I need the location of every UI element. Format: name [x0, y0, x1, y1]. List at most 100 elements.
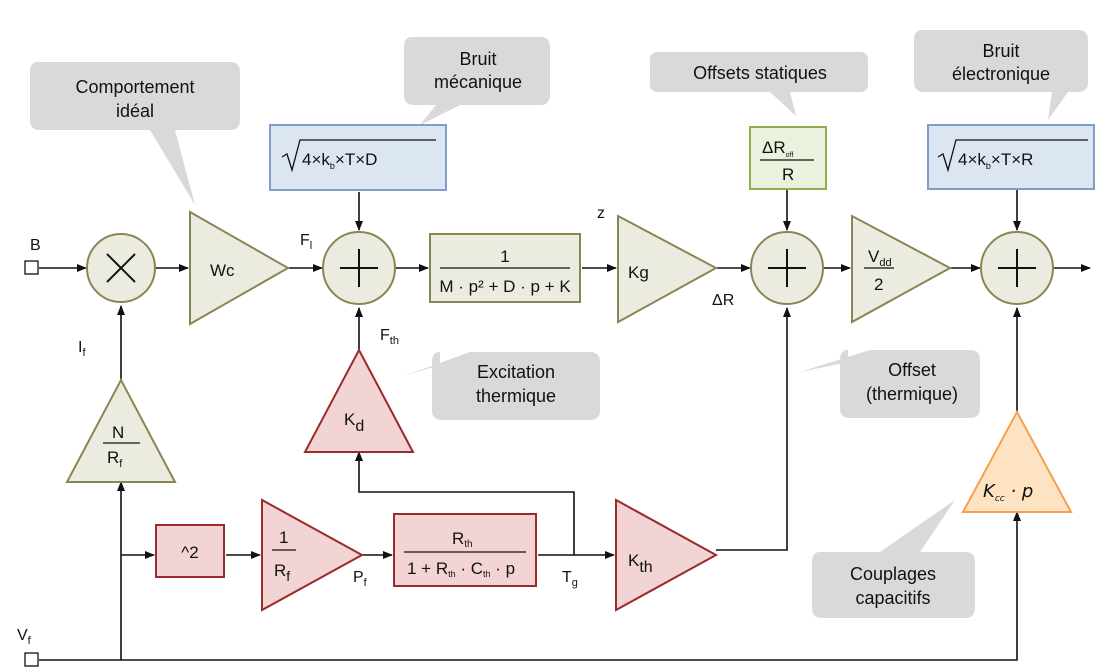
offset-num-sub: off — [786, 152, 794, 159]
signal-label-b: B — [30, 237, 41, 254]
kd-sub: d — [355, 418, 364, 435]
block-noise-electronic: 4×kb×T×R — [927, 124, 1095, 190]
block-mechanical-transfer: 1 M · p² + D · p + K — [429, 233, 581, 303]
gain-kcc: Kcc · p — [961, 409, 1073, 513]
offset-num: ΔR — [762, 138, 786, 157]
svg-text:Fl: Fl — [300, 232, 312, 252]
therm-den-end: · p — [491, 559, 516, 578]
signal-label-fl-sub: l — [310, 240, 312, 252]
mech-num: 1 — [500, 247, 509, 266]
kth-sub: th — [639, 559, 652, 576]
mech-den: M · p² + D · p + K — [439, 277, 571, 296]
sum-node-force — [322, 231, 396, 305]
noise-elec-end: ×T×R — [991, 150, 1034, 169]
block-thermal-transfer: Rth 1 + Rth · Cth · p — [393, 513, 537, 587]
gain-wc-label: Wc — [210, 261, 235, 280]
signal-label-if-sub: f — [82, 347, 86, 359]
svg-text:Kd: Kd — [344, 410, 364, 435]
callout-comportement-ideal: Comportement idéal — [30, 62, 240, 205]
callout-offsets-statiques: Offsets statiques — [650, 52, 868, 116]
signal-label-fl: F — [300, 232, 310, 249]
noise-elec-root: 4×k — [958, 150, 986, 169]
one-num: 1 — [279, 528, 288, 547]
svg-text:Kth: Kth — [628, 551, 653, 576]
callout-text-line2: thermique — [476, 386, 556, 406]
callout-text-line1: Comportement — [75, 77, 194, 97]
signal-label-if: I — [78, 339, 82, 356]
rf-den: R — [107, 448, 119, 467]
svg-text:If: If — [78, 339, 86, 359]
sum-node-offset — [750, 231, 824, 305]
svg-text:4×kb×T×D: 4×kb×T×D — [302, 150, 377, 171]
kd-main: K — [344, 410, 356, 429]
svg-text:Rf: Rf — [274, 561, 290, 584]
signal-label-pf: P — [353, 569, 364, 586]
gain-wc: Wc — [189, 210, 291, 326]
callout-offset-thermique: Offset (thermique) — [800, 350, 980, 418]
signal-label-pf-sub: f — [364, 577, 368, 589]
square-label: ^2 — [181, 543, 198, 562]
gain-kg: Kg — [617, 214, 719, 324]
noise-mech-end: ×T×D — [335, 150, 378, 169]
signal-label-tg: T — [562, 569, 572, 586]
input-port-vf — [24, 652, 39, 667]
therm-num-sub: th — [464, 539, 472, 550]
callout-text-line2: (thermique) — [866, 384, 958, 404]
therm-den-sub1: th — [448, 569, 456, 579]
svg-text:Pf: Pf — [353, 569, 368, 589]
signal-label-z: z — [597, 205, 605, 222]
block-noise-mechanical: 4×kb×T×D — [269, 124, 447, 191]
callout-text-line1: Excitation — [477, 362, 555, 382]
signal-label-tg-sub: g — [572, 577, 578, 589]
callout-text-line2: idéal — [116, 101, 154, 121]
kcc-end: · p — [1005, 481, 1034, 502]
callout-text-line1: Offsets statiques — [693, 63, 827, 83]
callout-bruit-electronique: Bruit électronique — [914, 30, 1088, 120]
callout-bruit-mecanique: Bruit mécanique — [404, 37, 550, 125]
offset-den: R — [782, 165, 794, 184]
svg-text:Fth: Fth — [380, 327, 399, 347]
svg-text:Tg: Tg — [562, 569, 578, 589]
signal-label-delta-r: ΔR — [712, 292, 734, 309]
signal-wires — [39, 190, 1091, 661]
signal-label-fth: F — [380, 327, 390, 344]
input-port-b — [24, 260, 39, 275]
callout-text-line1: Offset — [888, 360, 936, 380]
block-offset-static: ΔRoff R — [749, 126, 827, 190]
callout-text-line1: Bruit — [982, 41, 1019, 61]
svg-text:4×kb×T×R: 4×kb×T×R — [958, 150, 1033, 171]
sum-node-output — [980, 231, 1054, 305]
callout-couplages-capacitifs: Couplages capacitifs — [812, 500, 975, 618]
gain-kd: Kd — [303, 347, 415, 453]
noise-elec-sub: b — [986, 161, 991, 171]
gain-vdd-over-2: Vdd 2 — [851, 214, 953, 324]
noise-mech-sub: b — [330, 161, 335, 171]
svg-text:Vdd: Vdd — [868, 247, 892, 269]
kcc-base: K — [983, 481, 996, 502]
therm-den-mid: · C — [456, 559, 483, 578]
therm-num: R — [452, 529, 464, 548]
multiply-node — [86, 233, 156, 303]
svg-text:Vf: Vf — [17, 627, 32, 647]
n-num: N — [112, 423, 124, 442]
callout-text-line1: Couplages — [850, 564, 936, 584]
noise-mech-root: 4×k — [302, 150, 330, 169]
block-square: ^2 — [155, 524, 225, 578]
svg-text:ΔRoff: ΔRoff — [762, 138, 793, 159]
callout-text-line2: électronique — [952, 64, 1050, 84]
gain-one-over-rf: 1 Rf — [261, 498, 365, 612]
svg-text:Kcc · p: Kcc · p — [983, 481, 1033, 504]
svg-text:Rf: Rf — [107, 448, 123, 470]
vdd-den: 2 — [874, 275, 883, 294]
callout-text-line2: capacitifs — [855, 588, 930, 608]
kth-main: K — [628, 551, 640, 570]
gain-n-over-rf: N Rf — [65, 377, 177, 483]
gain-kth: Kth — [615, 498, 719, 612]
callout-text-line1: Bruit — [459, 49, 496, 69]
rf-den-sub: f — [119, 458, 123, 470]
callout-excitation-thermique: Excitation thermique — [404, 352, 600, 420]
signal-label-fth-sub: th — [390, 335, 399, 347]
signal-label-vf: V — [17, 627, 28, 644]
therm-den: 1 + R — [407, 559, 448, 578]
